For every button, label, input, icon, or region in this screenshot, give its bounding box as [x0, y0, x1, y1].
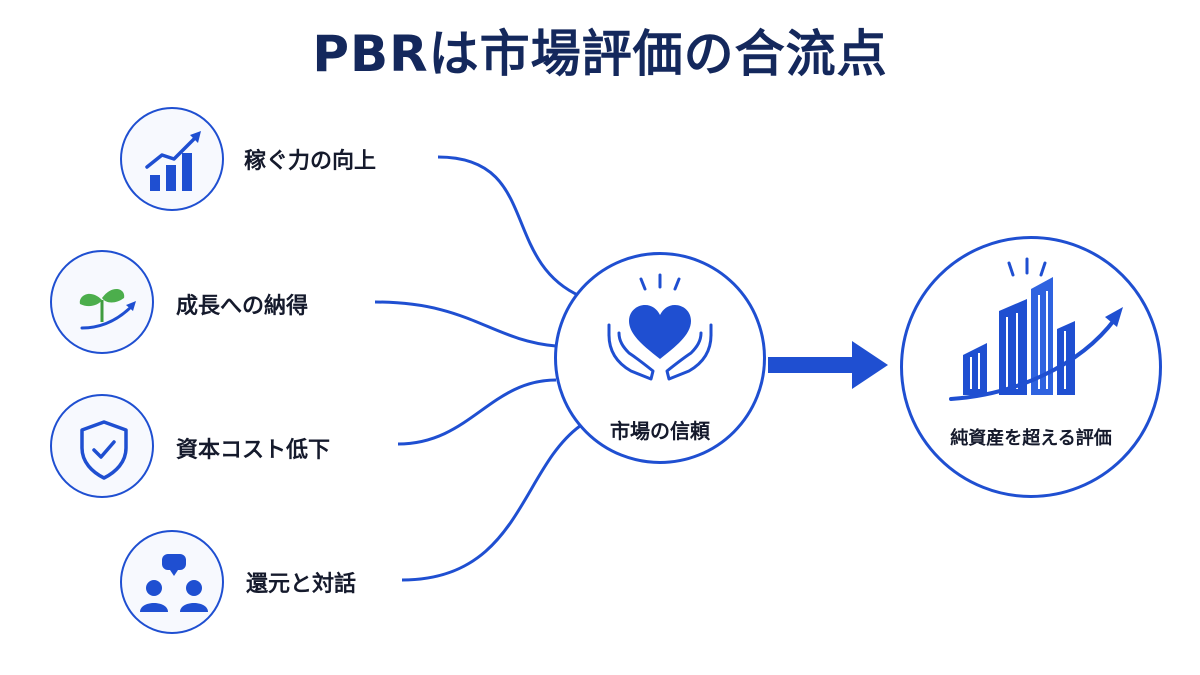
- factor-label-3: 資本コスト低下: [176, 438, 331, 463]
- connector-line-4: [401, 424, 581, 582]
- hub-circle: 市場の信頼: [554, 252, 766, 464]
- people-dialogue-icon: [140, 554, 208, 612]
- shield-check-icon: [80, 420, 128, 480]
- sprout-icon: [79, 288, 136, 330]
- connector-line-1: [437, 155, 581, 298]
- growth-chart-icon: [145, 131, 201, 191]
- buildings-rising-icon: [949, 257, 1123, 401]
- connector-line-2: [374, 300, 557, 348]
- hands-heart-icon: [607, 273, 713, 381]
- hub-label: 市場の信頼: [610, 419, 710, 443]
- factor-label-4: 還元と対話: [246, 572, 357, 597]
- factor-icon-circle-4: [120, 530, 224, 634]
- arrow-right-icon: [768, 341, 888, 389]
- page-title: PBRは市場評価の合流点: [312, 25, 888, 83]
- factor-label-1: 稼ぐ力の向上: [244, 149, 377, 174]
- result-circle: 純資産を超える評価: [900, 236, 1162, 498]
- factor-icon-circle-3: [50, 394, 154, 498]
- factor-icon-circle-2: [50, 250, 154, 354]
- factor-label-2: 成長への納得: [176, 294, 309, 319]
- connector-line-3: [397, 378, 557, 446]
- result-label: 純資産を超える評価: [950, 428, 1112, 449]
- factor-icon-circle-1: [120, 107, 224, 211]
